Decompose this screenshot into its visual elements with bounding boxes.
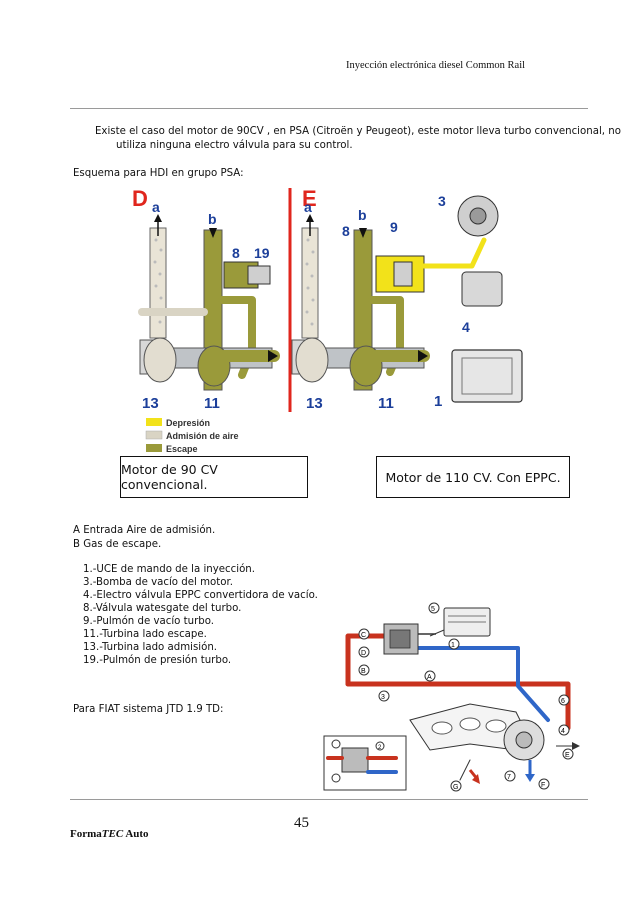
fiat-diagram: 5 C D B A 3 1 G F 7 6 E 4 2 xyxy=(323,602,580,792)
fiat-label-4: 4 xyxy=(561,728,565,735)
panel-e-label-8: 8 xyxy=(342,223,350,239)
fiat-label-e: E xyxy=(565,752,570,759)
running-header: Inyección electrónica diesel Common Rail xyxy=(346,60,526,71)
panel-d-label-11: 11 xyxy=(204,395,220,412)
ab-item-b: B Gas de escape. xyxy=(73,539,162,550)
panel-e-letter: E xyxy=(302,186,317,211)
footer-brand-pre: Forma xyxy=(70,828,102,840)
panel-e-eppc-valve xyxy=(461,271,503,307)
fiat-label-g: G xyxy=(453,784,458,791)
legend-label-admision: Admisión de aire xyxy=(166,431,239,441)
panel-e-label-b: b xyxy=(358,207,367,223)
fiat-label-d: D xyxy=(361,650,366,657)
panel-d-label-a: a xyxy=(152,199,160,215)
panel-e-turbine-13 xyxy=(295,337,329,383)
panel-e-label-11: 11 xyxy=(378,395,394,412)
panel-d-intake-tube xyxy=(149,227,167,339)
ab-item-a: A Entrada Aire de admisión. xyxy=(73,525,216,536)
psa-heading: Esquema para HDI en grupo PSA: xyxy=(73,168,244,179)
caption-motor-90cv: Motor de 90 CV convencional. xyxy=(120,456,308,498)
legend-label-escape: Escape xyxy=(166,444,198,454)
fiat-label-5: 5 xyxy=(431,606,435,613)
component-item: 3.-Bomba de vacío del motor. xyxy=(83,577,233,588)
panel-e-label-1: 1 xyxy=(434,393,442,410)
panel-e-uce xyxy=(451,349,523,403)
component-item: 13.-Turbina lado admisión. xyxy=(83,642,218,653)
fiat-label-c: C xyxy=(361,632,366,639)
component-item: 1.-UCE de mando de la inyección. xyxy=(83,564,256,575)
page-number: 45 xyxy=(294,815,309,831)
fiat-label-1: 1 xyxy=(451,642,455,649)
panel-d-label-b: b xyxy=(208,211,217,227)
fiat-label-2: 2 xyxy=(378,745,382,751)
panel-e-label-3: 3 xyxy=(438,193,446,209)
panel-d-label-8: 8 xyxy=(232,245,240,261)
fiat-label-a: A xyxy=(427,674,432,681)
psa-diagram: D a b 8 19 13 11 E a b 8 9 3 xyxy=(132,186,523,454)
component-item: 11.-Turbina lado escape. xyxy=(83,629,207,640)
fiat-label-7: 7 xyxy=(507,774,511,781)
fiat-label-6: 6 xyxy=(561,698,565,705)
component-item: 8.-Válvula watesgate del turbo. xyxy=(83,603,242,614)
intro-line-1: Existe el caso del motor de 90CV , en PS… xyxy=(95,126,621,137)
footer-rule xyxy=(70,799,588,800)
fiat-label-3: 3 xyxy=(381,694,385,701)
component-item: 19.-Pulmón de presión turbo. xyxy=(83,655,232,666)
panel-e-label-13: 13 xyxy=(306,395,323,412)
panel-d-turbine-13 xyxy=(143,337,177,383)
footer-brand-italic: TEC xyxy=(101,828,124,840)
panel-e-label-9: 9 xyxy=(390,219,398,235)
component-item: 4.-Electro válvula EPPC convertidora de … xyxy=(83,590,318,601)
panel-e-intake-tube xyxy=(301,227,319,339)
footer-brand-post: Auto xyxy=(123,828,149,840)
fiat-heading: Para FIAT sistema JTD 1.9 TD: xyxy=(73,704,224,715)
fiat-label-f: F xyxy=(541,782,545,789)
legend-swatch-admision xyxy=(145,430,163,440)
panel-d-label-19: 19 xyxy=(254,245,270,261)
legend-swatch-depresion xyxy=(146,418,162,426)
panel-d-label-13: 13 xyxy=(142,395,159,412)
panel-e-label-4: 4 xyxy=(462,319,470,335)
caption-motor-110cv: Motor de 110 CV. Con EPPC. xyxy=(376,456,570,498)
fiat-label-b: B xyxy=(361,668,366,675)
legend-swatch-escape xyxy=(146,444,162,452)
legend-label-depresion: Depresión xyxy=(166,418,210,428)
header-rule xyxy=(70,108,588,109)
footer-brand: FormaTEC Auto xyxy=(70,828,149,840)
component-item: 9.-Pulmón de vacío turbo. xyxy=(83,616,215,627)
panel-d-letter: D xyxy=(132,186,148,211)
intro-line-2: utiliza ninguna electro válvula para su … xyxy=(116,140,353,151)
panel-e-label-a: a xyxy=(304,199,312,215)
